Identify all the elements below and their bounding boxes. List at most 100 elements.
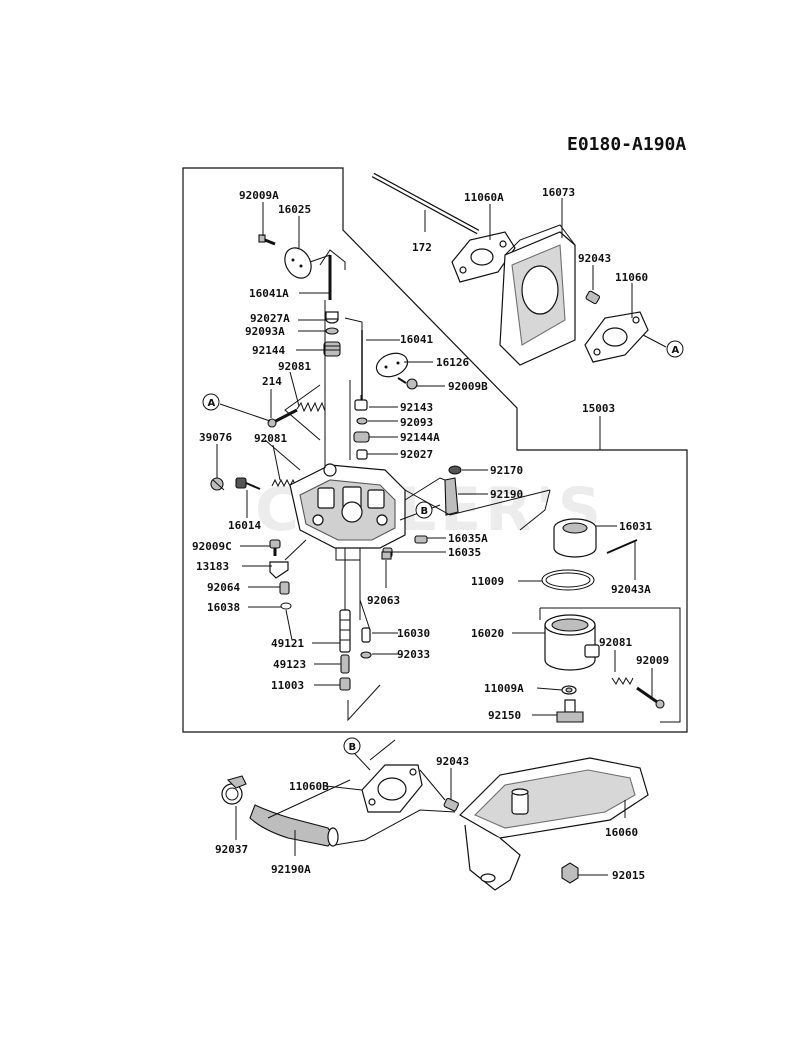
collar-92027a[interactable]	[325, 311, 339, 324]
ring-92033[interactable]	[360, 651, 372, 659]
label-92064[interactable]: 92064	[207, 581, 240, 594]
label-11009a[interactable]: 11009A	[484, 682, 524, 695]
retainer-16031[interactable]	[553, 518, 597, 558]
label-16030[interactable]: 16030	[397, 627, 430, 640]
spring-92081-c[interactable]	[611, 677, 634, 685]
label-92093[interactable]: 92093	[400, 416, 433, 429]
label-92143[interactable]: 92143	[400, 401, 433, 414]
throttle-plate-16126[interactable]	[373, 349, 411, 381]
screw-92009b[interactable]	[397, 377, 418, 390]
washer-92063[interactable]	[381, 551, 392, 560]
label-92033[interactable]: 92033	[397, 648, 430, 661]
gasket-11003[interactable]	[339, 677, 351, 691]
label-92144a[interactable]: 92144A	[400, 431, 440, 444]
clamp-92037[interactable]	[221, 775, 247, 805]
label-39076[interactable]: 39076	[199, 431, 232, 444]
label-16126[interactable]: 16126	[436, 356, 469, 369]
label-15003[interactable]: 15003	[582, 402, 615, 415]
label-92037[interactable]: 92037	[215, 843, 248, 856]
hose-92190a[interactable]	[249, 804, 339, 847]
dowel-pin-92043-bottom[interactable]	[443, 797, 459, 812]
label-16035a[interactable]: 16035A	[448, 532, 488, 545]
air-cleaner-base-16060[interactable]	[459, 757, 649, 891]
label-92190[interactable]: 92190	[490, 488, 523, 501]
screw-92009[interactable]	[636, 686, 665, 709]
label-16014[interactable]: 16014	[228, 519, 261, 532]
gasket-11060b[interactable]	[361, 764, 423, 813]
fuel-hose-92190[interactable]	[444, 477, 459, 516]
screw-214[interactable]	[267, 408, 298, 428]
nut-92015[interactable]	[561, 862, 579, 884]
fitting-16014[interactable]	[235, 477, 261, 490]
label-11003[interactable]: 11003	[271, 679, 304, 692]
valve-92064[interactable]	[279, 581, 290, 595]
tube-49121[interactable]	[339, 609, 351, 653]
jet-16030[interactable]	[361, 627, 371, 643]
label-92170[interactable]: 92170	[490, 464, 523, 477]
label-16025[interactable]: 16025	[278, 203, 311, 216]
label-16041a[interactable]: 16041A	[249, 287, 289, 300]
bolt-92150[interactable]	[556, 699, 584, 723]
label-172[interactable]: 172	[412, 241, 432, 254]
washer-92093a[interactable]	[325, 327, 339, 335]
washer-92093[interactable]	[356, 417, 368, 425]
label-92009b[interactable]: 92009B	[448, 380, 488, 393]
label-92027a[interactable]: 92027A	[250, 312, 290, 325]
washer-11009a[interactable]	[561, 685, 577, 695]
label-92093a[interactable]: 92093A	[245, 325, 285, 338]
label-92043a[interactable]: 92043A	[611, 583, 651, 596]
choke-plate-16025[interactable]	[280, 243, 317, 283]
gasket-11009[interactable]	[541, 569, 595, 591]
label-92043-bottom[interactable]: 92043	[436, 755, 469, 768]
label-92027[interactable]: 92027	[400, 448, 433, 461]
label-49121[interactable]: 49121	[271, 637, 304, 650]
gasket-11060[interactable]	[584, 311, 649, 363]
insulator-16073[interactable]	[499, 224, 576, 366]
screw-92009c[interactable]	[269, 539, 281, 556]
label-92081-b[interactable]: 92081	[254, 432, 287, 445]
label-11060a[interactable]: 11060A	[464, 191, 504, 204]
collar-92027[interactable]	[356, 449, 368, 460]
stud-172[interactable]	[371, 172, 480, 235]
spring-92144a[interactable]	[353, 431, 370, 443]
spring-92144[interactable]	[323, 341, 341, 357]
label-92144[interactable]: 92144	[252, 344, 285, 357]
float-bowl-16020[interactable]	[544, 614, 600, 671]
screw-92009a[interactable]	[258, 234, 276, 246]
clamp-92170[interactable]	[448, 465, 462, 475]
label-92009[interactable]: 92009	[636, 654, 669, 667]
pin-92043a[interactable]	[606, 539, 638, 554]
label-214[interactable]: 214	[262, 375, 282, 388]
label-16035[interactable]: 16035	[448, 546, 481, 559]
label-16060[interactable]: 16060	[605, 826, 638, 839]
clip-39076[interactable]	[210, 477, 225, 491]
label-92150[interactable]: 92150	[488, 709, 521, 722]
label-16031[interactable]: 16031	[619, 520, 652, 533]
label-11060[interactable]: 11060	[615, 271, 648, 284]
label-92190a[interactable]: 92190A	[271, 863, 311, 876]
label-92009c[interactable]: 92009C	[192, 540, 232, 553]
fitting-92143[interactable]	[354, 395, 368, 411]
label-92081-a[interactable]: 92081	[278, 360, 311, 373]
label-16041[interactable]: 16041	[400, 333, 433, 346]
screw-16035a[interactable]	[414, 535, 428, 544]
o-ring-16038[interactable]	[280, 602, 292, 610]
gasket-11060a[interactable]	[451, 231, 516, 283]
label-16020[interactable]: 16020	[471, 627, 504, 640]
carburetor-body[interactable]	[289, 463, 406, 561]
label-92015[interactable]: 92015	[612, 869, 645, 882]
label-13183[interactable]: 13183	[196, 560, 229, 573]
label-16038[interactable]: 16038	[207, 601, 240, 614]
dowel-pin-92043-top[interactable]	[585, 290, 601, 305]
label-92009a[interactable]: 92009A	[239, 189, 279, 202]
jet-49123[interactable]	[340, 654, 350, 674]
label-49123[interactable]: 49123	[273, 658, 306, 671]
label-92043-top[interactable]: 92043	[578, 252, 611, 265]
label-92081-c[interactable]: 92081	[599, 636, 632, 649]
spring-92081-a[interactable]	[296, 401, 326, 413]
throttle-shaft-16041[interactable]	[344, 317, 363, 400]
label-11060b[interactable]: 11060B	[289, 780, 329, 793]
label-16073[interactable]: 16073	[542, 186, 575, 199]
label-92063[interactable]: 92063	[367, 594, 400, 607]
label-11009[interactable]: 11009	[471, 575, 504, 588]
